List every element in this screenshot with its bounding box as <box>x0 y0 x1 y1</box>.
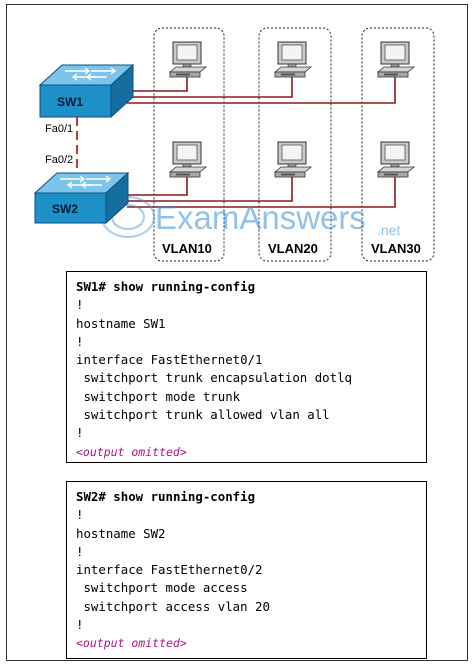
sw1-links <box>127 75 396 104</box>
config-line: ! <box>76 543 84 559</box>
config-line: interface FastEthernet0/2 <box>76 562 263 578</box>
vlan20-label: VLAN20 <box>268 241 318 256</box>
config-line: ! <box>76 333 84 349</box>
switch-arrows-icon <box>65 67 117 81</box>
config-line: interface FastEthernet0/1 <box>76 352 263 368</box>
config-line: switchport mode access <box>76 580 248 596</box>
vlan10-label: VLAN10 <box>162 241 212 256</box>
watermark-suffix: .net <box>377 222 400 238</box>
switch-arrows-icon <box>60 175 112 189</box>
network-topology-diagram: ExamAnswers .net SW1 <box>33 27 435 262</box>
sw1-config-box: SW1# show running-config ! hostname SW1 … <box>66 271 427 463</box>
sw2-label: SW2 <box>52 202 78 216</box>
pc-vlan30-bottom-icon <box>377 141 415 178</box>
config-line: switchport trunk allowed vlan all <box>76 407 330 423</box>
sw2-port-label: Fa0/2 <box>45 154 73 166</box>
vlan30-group-box <box>361 27 435 262</box>
switch-sw1: SW1 <box>38 63 135 119</box>
watermark: ExamAnswers .net <box>101 196 400 238</box>
pc-vlan30-top-icon <box>377 41 415 78</box>
config-output-omitted: <output omitted> <box>76 444 187 459</box>
switch-sw2: SW2 <box>33 171 130 225</box>
pc-vlan10-top-icon <box>169 41 207 78</box>
sw1-label: SW1 <box>57 95 83 109</box>
figure-frame: ExamAnswers .net SW1 <box>6 4 468 661</box>
pc-vlan20-top-icon <box>274 41 312 78</box>
config-line: SW2# show running-config <box>76 489 256 504</box>
sw2-links <box>127 176 396 208</box>
config-line: ! <box>76 617 84 633</box>
watermark-text: ExamAnswers <box>155 199 366 236</box>
vlan30-label: VLAN30 <box>371 241 421 256</box>
config-line: switchport mode trunk <box>76 388 241 404</box>
config-line: ! <box>76 507 84 523</box>
config-line: hostname SW2 <box>76 525 166 541</box>
pc-vlan20-bottom-icon <box>274 141 312 178</box>
sw1-port-label: Fa0/1 <box>45 123 73 135</box>
config-line: ! <box>76 425 84 441</box>
sw2-config-box: SW2# show running-config ! hostname SW2 … <box>66 481 427 659</box>
config-output-omitted: <output omitted> <box>76 636 187 651</box>
config-line: SW1# show running-config <box>76 279 256 294</box>
vlan20-group-box <box>258 27 332 262</box>
config-line: switchport access vlan 20 <box>76 598 270 614</box>
pc-vlan10-bottom-icon <box>169 141 207 178</box>
config-line: hostname SW1 <box>76 315 166 331</box>
config-line: ! <box>76 297 84 313</box>
config-line: switchport trunk encapsulation dotlq <box>76 370 353 386</box>
